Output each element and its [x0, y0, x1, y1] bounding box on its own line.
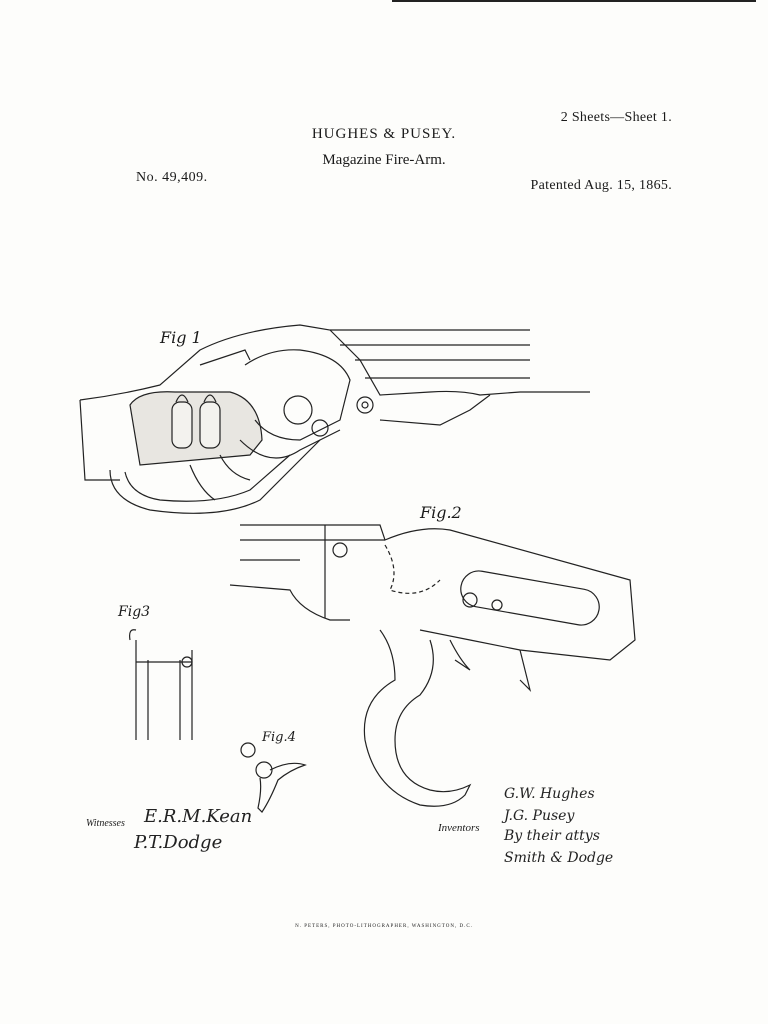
attorney-signature: Smith & Dodge [504, 850, 614, 866]
fig1-drawing [79, 324, 590, 514]
fig2-drawing [229, 524, 636, 807]
sheet-count: 2 Sheets—Sheet 1. [560, 110, 672, 125]
patent-number: No. 49,409. [136, 170, 208, 185]
inventor-signature-2: J.G. Pusey [504, 808, 575, 824]
fig2-label: Fig.2 [420, 503, 462, 522]
witnesses-label: Witnesses [86, 818, 125, 829]
patent-title: HUGHES & PUSEY. [311, 126, 457, 142]
fig4-label: Fig.4 [262, 730, 296, 745]
fig4-drawing [240, 742, 307, 813]
witness-signature-2: P.T.Dodge [134, 832, 223, 853]
lithographer-imprint: N. PETERS, PHOTO-LITHOGRAPHER, WASHINGTO… [295, 924, 473, 929]
witness-signature-1: E.R.M.Kean [144, 806, 253, 827]
inventor-signature-1: G.W. Hughes [504, 786, 595, 802]
fig3-drawing [129, 629, 193, 740]
fig3-label: Fig3 [118, 604, 151, 620]
patent-date: Patented Aug. 15, 1865. [530, 178, 672, 193]
attorney-line: By their attys [504, 828, 600, 844]
top-border-line [392, 0, 756, 2]
fig1-label: Fig 1 [160, 328, 202, 347]
inventors-label: Inventors [438, 822, 480, 834]
patent-subtitle: Magazine Fire-Arm. [322, 152, 446, 168]
